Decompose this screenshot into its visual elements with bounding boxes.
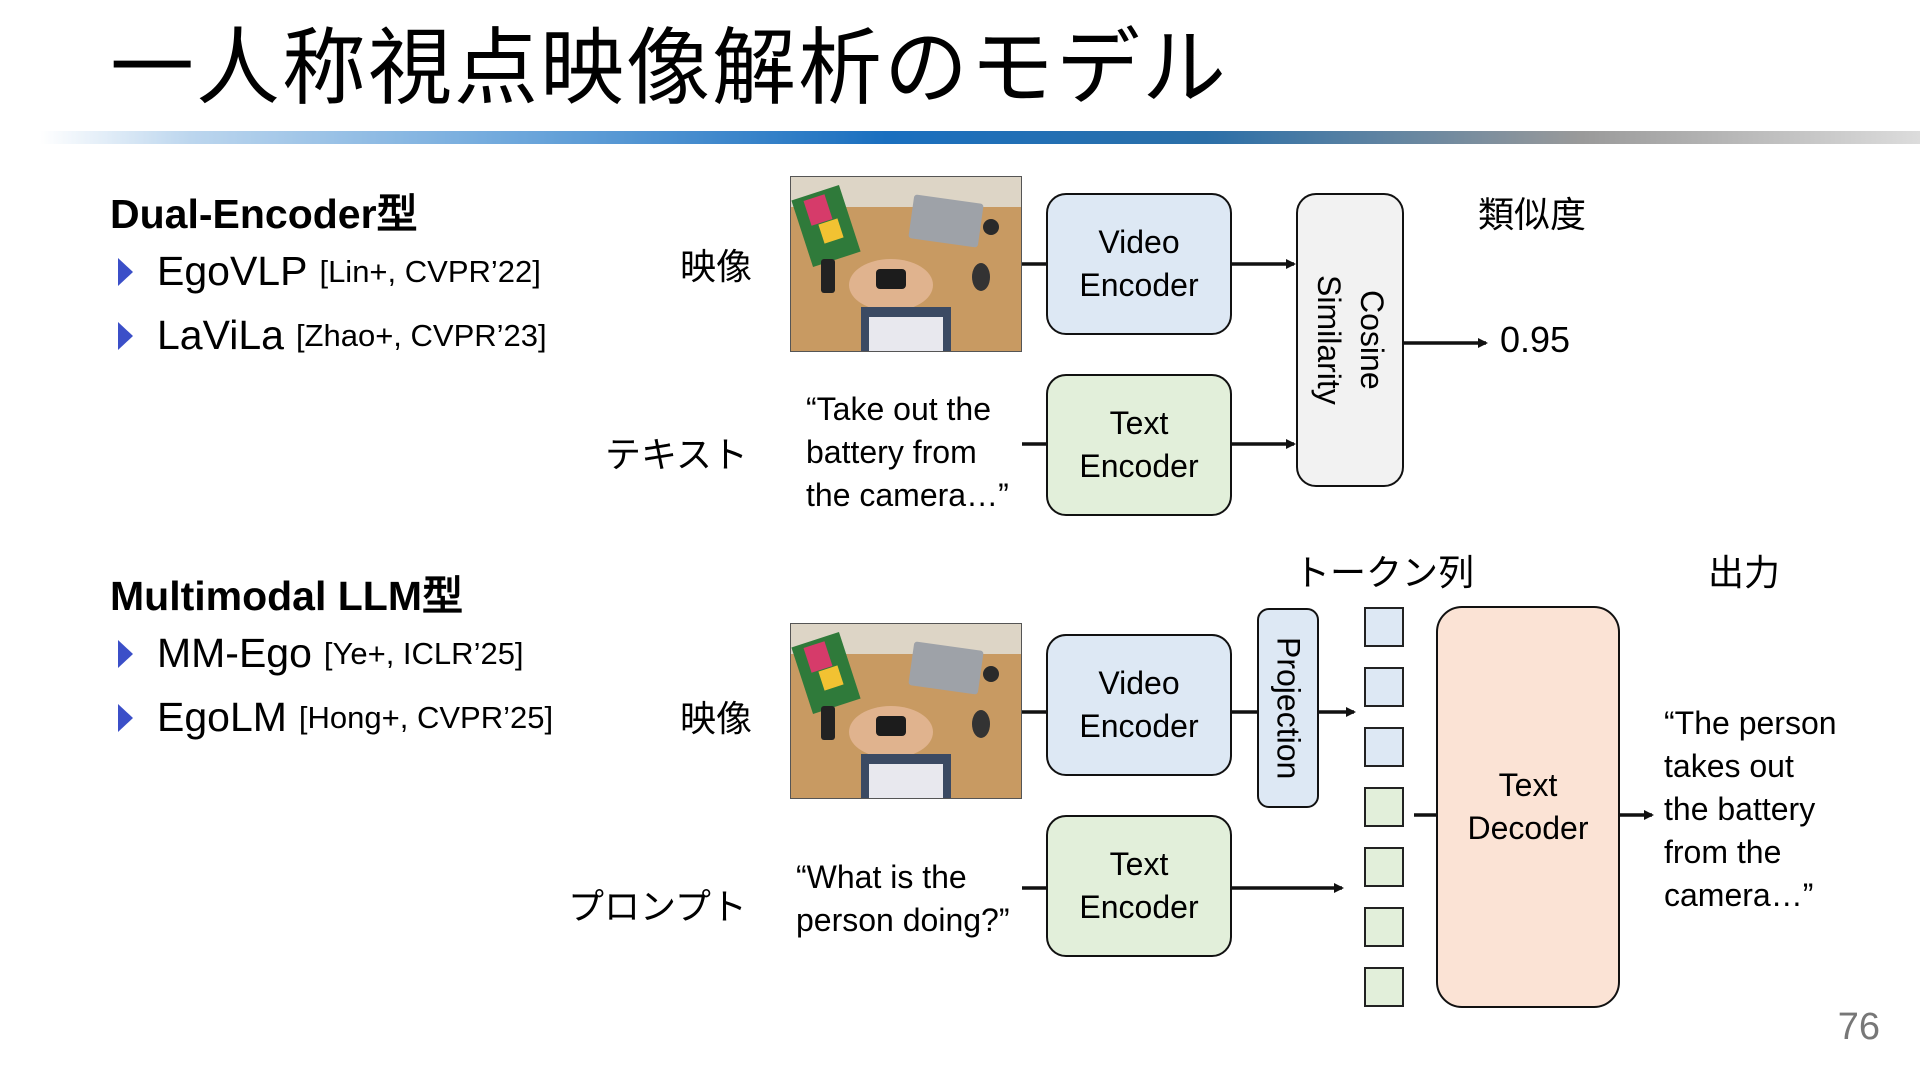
- model-reference: [Lin+, CVPR’22]: [319, 253, 541, 289]
- bullet-triangle-icon: [118, 321, 133, 350]
- video-token: [1364, 667, 1404, 707]
- prompt-input-label: プロンプト: [568, 887, 747, 928]
- quote-line: takes out: [1664, 748, 1794, 784]
- model-name: EgoLM: [157, 694, 287, 740]
- video-input-label: 映像: [680, 247, 753, 288]
- quote-line: camera…”: [1664, 877, 1814, 913]
- text-input-label: テキスト: [605, 435, 748, 476]
- title-underline: [40, 131, 1920, 144]
- box-label: Video: [1098, 224, 1180, 260]
- token-sequence-label: トークン列: [1294, 553, 1475, 594]
- token-sequence: [1364, 607, 1406, 1007]
- video-token: [1364, 727, 1404, 767]
- list-item: LaViLa [Zhao+, CVPR’23]: [118, 312, 547, 359]
- text-input-quote: “Take out the battery from the camera…”: [806, 388, 1009, 517]
- quote-line: battery from: [806, 434, 977, 470]
- quote-line: the battery: [1664, 791, 1816, 827]
- quote-line: the camera…”: [806, 477, 1009, 513]
- page-number: 76: [1837, 1006, 1880, 1048]
- output-text: “The person takes out the battery from t…: [1664, 702, 1837, 917]
- box-label: Encoder: [1079, 267, 1199, 303]
- model-reference: [Zhao+, CVPR’23]: [295, 317, 547, 353]
- bullet-triangle-icon: [118, 703, 133, 732]
- similarity-score: 0.95: [1500, 319, 1571, 360]
- quote-line: “Take out the: [806, 391, 991, 427]
- mllm-heading: Multimodal LLM型: [110, 573, 464, 619]
- quote-line: from the: [1664, 834, 1782, 870]
- similarity-label: 類似度: [1478, 195, 1587, 236]
- list-item: MM-Ego [Ye+, ICLR’25]: [118, 630, 524, 677]
- box-label: Cosine: [1354, 290, 1390, 390]
- bullet-triangle-icon: [118, 639, 133, 668]
- list-item: EgoVLP [Lin+, CVPR’22]: [118, 248, 541, 295]
- box-label: Projection: [1270, 636, 1307, 780]
- text-token: [1364, 907, 1404, 947]
- projection-box: Projection: [1257, 608, 1319, 808]
- box-label: Similarity: [1311, 275, 1347, 405]
- text-token: [1364, 787, 1404, 827]
- box-label: Text: [1498, 767, 1558, 803]
- quote-line: “The person: [1664, 705, 1837, 741]
- box-label: Encoder: [1079, 708, 1199, 744]
- model-reference: [Hong+, CVPR’25]: [298, 699, 554, 735]
- box-label: Text: [1109, 405, 1169, 441]
- output-label: 出力: [1708, 553, 1781, 594]
- box-label: Video: [1098, 665, 1180, 701]
- video-token: [1364, 607, 1404, 647]
- text-token: [1364, 847, 1404, 887]
- model-reference: [Ye+, ICLR’25]: [323, 635, 524, 671]
- box-label: Text: [1109, 846, 1169, 882]
- box-label: Decoder: [1467, 810, 1589, 846]
- list-item: EgoLM [Hong+, CVPR’25]: [118, 694, 553, 741]
- model-name: EgoVLP: [157, 248, 308, 294]
- quote-line: “What is the: [796, 859, 967, 895]
- box-label: Encoder: [1079, 889, 1199, 925]
- prompt-input-quote: “What is the person doing?”: [796, 856, 1009, 942]
- egocentric-video-frame: [790, 176, 1022, 352]
- egocentric-video-frame: [790, 623, 1022, 799]
- model-name: LaViLa: [157, 312, 284, 358]
- box-label: Encoder: [1079, 448, 1199, 484]
- model-name: MM-Ego: [157, 630, 312, 676]
- video-input-label: 映像: [680, 699, 753, 740]
- text-token: [1364, 967, 1404, 1007]
- dual-encoder-heading: Dual-Encoder型: [110, 191, 418, 237]
- quote-line: person doing?”: [796, 902, 1010, 938]
- bullet-triangle-icon: [118, 257, 133, 286]
- page-title: 一人称視点映像解析のモデル: [110, 19, 1229, 117]
- cosine-similarity-box: Cosine Similarity: [1296, 193, 1404, 487]
